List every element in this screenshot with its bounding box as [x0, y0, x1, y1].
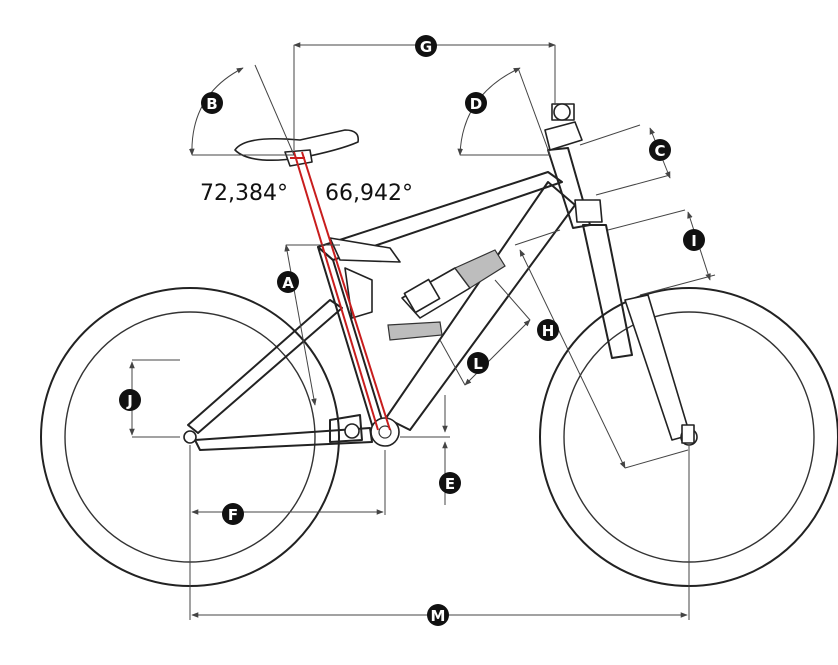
marker-g: G	[415, 35, 437, 57]
marker-j: J	[119, 389, 141, 411]
marker-i-circle	[683, 229, 705, 251]
marker-a-circle	[277, 271, 299, 293]
marker-f: F	[222, 503, 244, 525]
stem-handlebar	[544, 103, 583, 151]
marker-e-label: E	[445, 475, 455, 493]
marker-d-circle	[465, 92, 487, 114]
marker-m-circle	[427, 604, 449, 626]
marker-d-label: D	[470, 95, 482, 113]
marker-h: H	[537, 319, 559, 341]
marker-j-label: J	[126, 392, 133, 410]
marker-l: L	[467, 352, 489, 374]
marker-e-circle	[439, 472, 461, 494]
bike-frame	[183, 147, 591, 451]
marker-l-circle	[467, 352, 489, 374]
marker-m: M	[427, 604, 449, 626]
marker-e: E	[439, 472, 461, 494]
marker-b-circle	[201, 92, 223, 114]
marker-i: I	[683, 229, 705, 251]
marker-l-label: L	[473, 355, 483, 373]
front-fork	[574, 199, 698, 446]
seat-angle-right-label: 66,942°	[325, 181, 413, 206]
dimension-markers: A B C D E F G H I J L M	[119, 35, 705, 626]
seat-angle-left-label: 72,384°	[200, 181, 288, 206]
marker-j-circle	[119, 389, 141, 411]
marker-f-label: F	[228, 506, 238, 524]
marker-a-label: A	[282, 274, 294, 292]
marker-i-label: I	[691, 232, 697, 250]
marker-d: D	[465, 92, 487, 114]
marker-g-circle	[415, 35, 437, 57]
marker-c-circle	[649, 139, 671, 161]
marker-h-label: H	[542, 322, 555, 340]
seat-angle-lines	[290, 151, 391, 431]
marker-b-label: B	[206, 95, 217, 113]
marker-c: C	[649, 139, 671, 161]
marker-h-circle	[537, 319, 559, 341]
marker-f-circle	[222, 503, 244, 525]
marker-c-label: C	[654, 142, 665, 160]
marker-a: A	[277, 271, 299, 293]
marker-b: B	[201, 92, 223, 114]
marker-g-label: G	[420, 38, 432, 56]
marker-m-label: M	[431, 607, 446, 625]
